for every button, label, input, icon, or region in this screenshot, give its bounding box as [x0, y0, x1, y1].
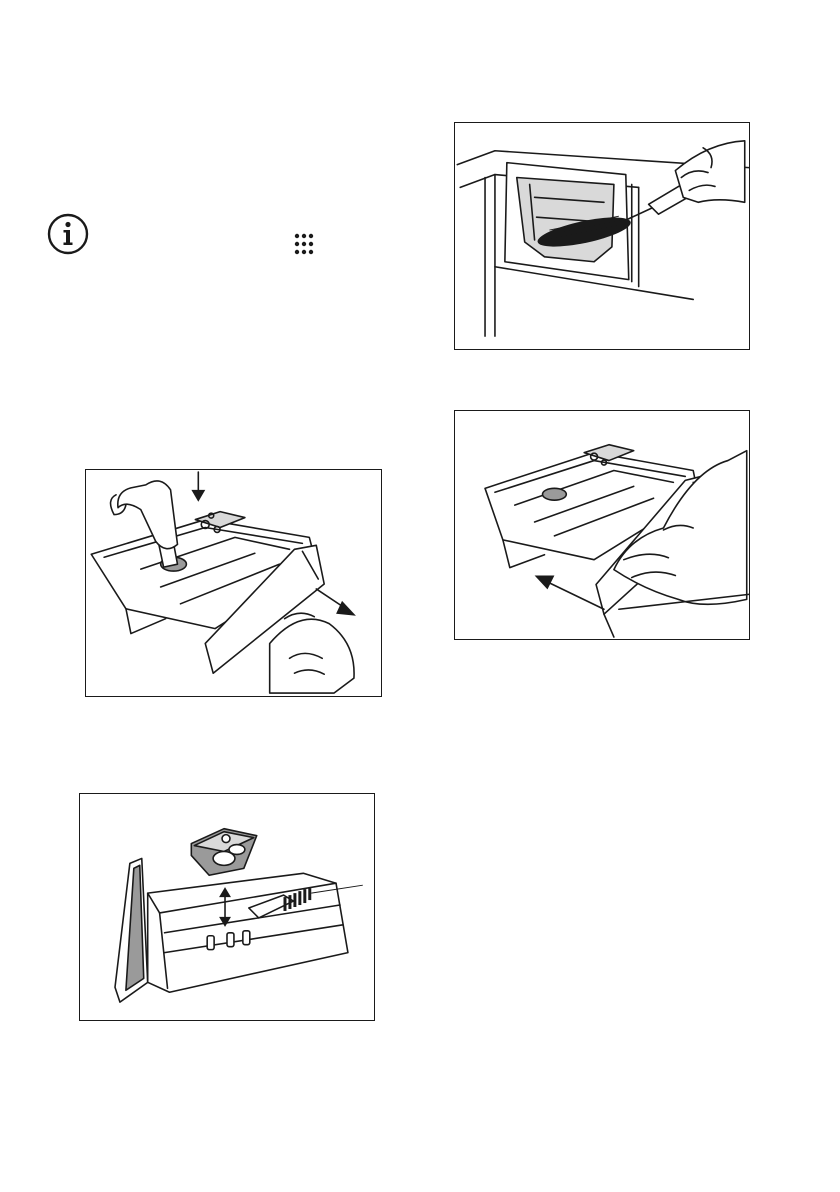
dot-grid-icon	[292, 232, 316, 256]
figure-clean-recess	[454, 122, 750, 350]
drawer-pull-illustration	[86, 470, 381, 696]
drawer-brush-illustration	[80, 794, 374, 1020]
figure-pull-out-drawer	[85, 469, 382, 697]
figure-clean-drawer	[79, 793, 375, 1021]
info-icon	[47, 213, 89, 255]
drawer-insert-illustration	[455, 411, 749, 639]
figure-insert-drawer	[454, 410, 750, 640]
recess-brush-illustration	[455, 123, 749, 349]
